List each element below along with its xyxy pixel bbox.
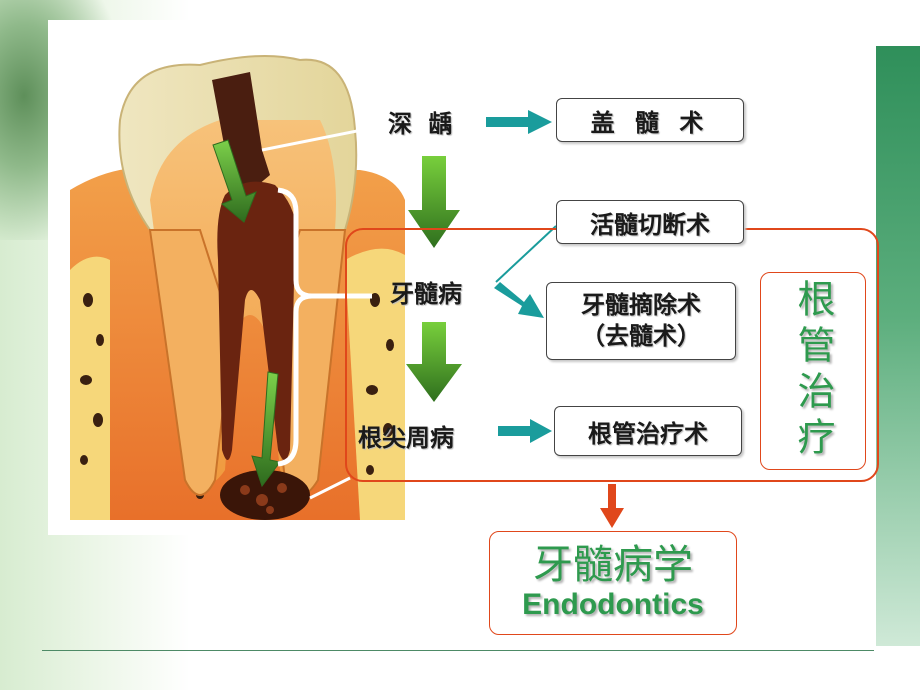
text-endodontics-chinese: 牙髓病学 — [533, 542, 693, 588]
green-arrow-crown — [212, 139, 257, 223]
text-pulpectomy-line1: 牙髓摘除术 — [581, 290, 701, 319]
green-down-arrow-2 — [406, 322, 462, 402]
bone-right — [345, 248, 405, 521]
box-root-canal-therapy: 根管治疗术 — [554, 406, 742, 456]
pointer-line-periapical — [309, 476, 351, 500]
text-root-canal-group-label: 根管治疗 — [791, 279, 835, 463]
text-pulpectomy-line2: （去髓术） — [581, 322, 701, 350]
footer-divider — [42, 650, 874, 651]
text-pulp-capping: 盖 髓 术 — [590, 108, 710, 137]
green-down-arrow-1 — [408, 156, 460, 248]
teal-line-pulpotomy — [495, 225, 557, 283]
periapical-lesion-spots — [240, 483, 287, 514]
background-right-bar — [876, 46, 920, 646]
text-endodontics-english: Endodontics — [522, 588, 704, 621]
box-pulp-capping: 盖 髓 术 — [556, 98, 744, 142]
label-pulp-disease: 牙髓病 — [390, 280, 462, 308]
teal-arrow-capping — [486, 110, 552, 134]
box-pulpectomy: 牙髓摘除术 （去髓术） — [546, 282, 736, 360]
pointer-line-caries — [261, 124, 383, 152]
bone-lower — [70, 256, 110, 520]
text-pulpotomy: 活髓切断术 — [590, 210, 710, 239]
red-down-arrow — [600, 484, 624, 528]
pulp-bracket — [277, 187, 372, 467]
teal-arrow-root-canal — [498, 419, 552, 443]
text-root-canal-therapy: 根管治疗术 — [588, 419, 708, 448]
box-pulpotomy: 活髓切断术 — [556, 200, 744, 244]
teal-arrow-pulpectomy — [494, 282, 544, 318]
label-periapical-disease: 根尖周病 — [358, 424, 454, 452]
caries-lesion — [212, 72, 270, 200]
label-deep-caries: 深 龋 — [388, 110, 457, 138]
green-arrow-root — [251, 371, 281, 488]
box-root-canal-group-label: 根管治疗 — [760, 272, 866, 470]
box-endodontics: 牙髓病学 Endodontics — [489, 531, 737, 635]
